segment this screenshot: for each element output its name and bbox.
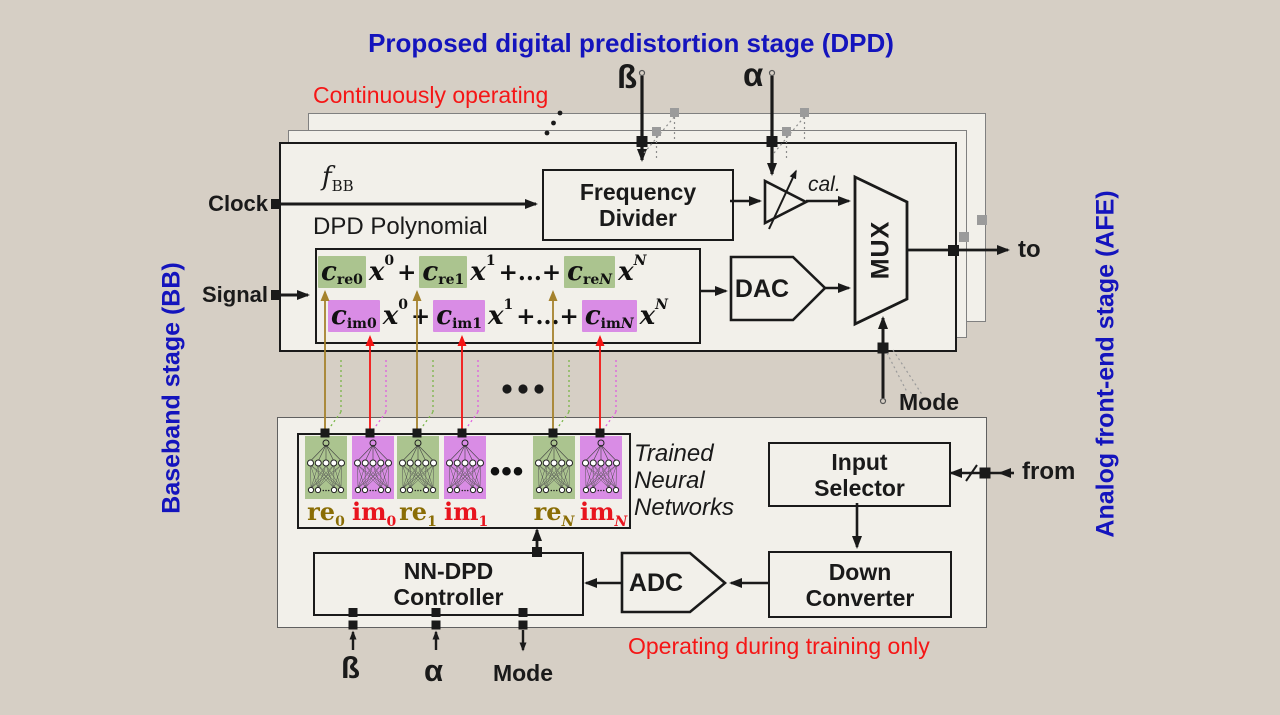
mux-label: MUX <box>866 220 895 280</box>
dpd-polynomial-label: DPD Polynomial <box>313 213 488 240</box>
polynomial-operator: + <box>410 302 431 330</box>
alpha-top-label: α <box>743 56 764 93</box>
beta-top-label: ß <box>617 58 638 95</box>
frequency-divider-block: Frequency Divider <box>542 169 734 241</box>
training-only-label: Operating during training only <box>628 633 930 659</box>
nn-unit-re1: re1 <box>397 436 439 534</box>
nn-unit-label: re1 <box>399 497 437 530</box>
nn-unit-label: im0 <box>352 497 397 530</box>
adc-label: ADC <box>628 569 684 597</box>
nn-unit-label: reN <box>533 497 575 530</box>
nn-network-icon <box>352 436 394 499</box>
afe-stage-label: Analog front-end stage (AFE) <box>1091 190 1120 538</box>
nn-network-icon <box>397 436 439 499</box>
nn-row-ellipsis-icon: ••• <box>489 455 525 488</box>
cal-label: cal. <box>808 173 841 196</box>
dac-label: DAC <box>734 275 790 303</box>
nn-unit-reN: reN <box>533 436 575 534</box>
trained-nn-label: Trained Neural Networks <box>634 440 735 521</box>
nn-unit-label: im1 <box>444 497 489 530</box>
nn-dpd-controller-label: NN-DPD Controller <box>393 558 504 610</box>
polynomial-operator: + <box>397 258 417 286</box>
to-afe-label: to <box>1018 236 1041 263</box>
beta-bottom-label: ß <box>341 650 360 685</box>
nn-network-icon <box>580 436 622 499</box>
nn-network-icon <box>533 436 575 499</box>
page-title: Proposed digital predistortion stage (DP… <box>368 28 894 58</box>
baseband-stage-label: Baseband stage (BB) <box>157 262 186 514</box>
fbb-base: f <box>322 162 332 192</box>
fbb-sub: BB <box>331 177 354 196</box>
mode-top-label: Mode <box>899 389 960 415</box>
clock-label: Clock <box>208 191 268 216</box>
frequency-divider-label: Frequency Divider <box>579 179 697 231</box>
from-afe-label: from <box>1022 458 1076 485</box>
polynomial-operator: +...+ <box>498 258 562 286</box>
nn-unit-im0: im0 <box>352 436 397 534</box>
input-selector-block: Input Selector <box>768 442 951 507</box>
polynomial-operator: +...+ <box>516 302 579 330</box>
nn-network-icon <box>305 436 347 499</box>
nn-unit-label: imN <box>580 497 628 530</box>
alpha-bottom-label: α <box>424 653 444 688</box>
nn-unit-re0: re0 <box>305 436 347 534</box>
down-converter-label: Down Converter <box>805 558 915 611</box>
down-converter-block: Down Converter <box>768 551 952 618</box>
mode-bottom-label: Mode <box>492 660 554 686</box>
signal-label: Signal <box>201 282 268 307</box>
nn-unit-label: re0 <box>307 497 345 530</box>
nn-network-icon <box>444 436 486 499</box>
continuously-operating-label: Continuously operating <box>313 82 549 108</box>
nn-unit-im1: im1 <box>444 436 489 534</box>
input-selector-label: Input Selector <box>814 448 905 501</box>
fbb-label: fBB <box>322 162 354 195</box>
gap-ellipsis-icon <box>502 384 544 394</box>
nn-unit-imN: imN <box>580 436 628 534</box>
nn-dpd-controller-block: NN-DPD Controller <box>313 552 584 616</box>
